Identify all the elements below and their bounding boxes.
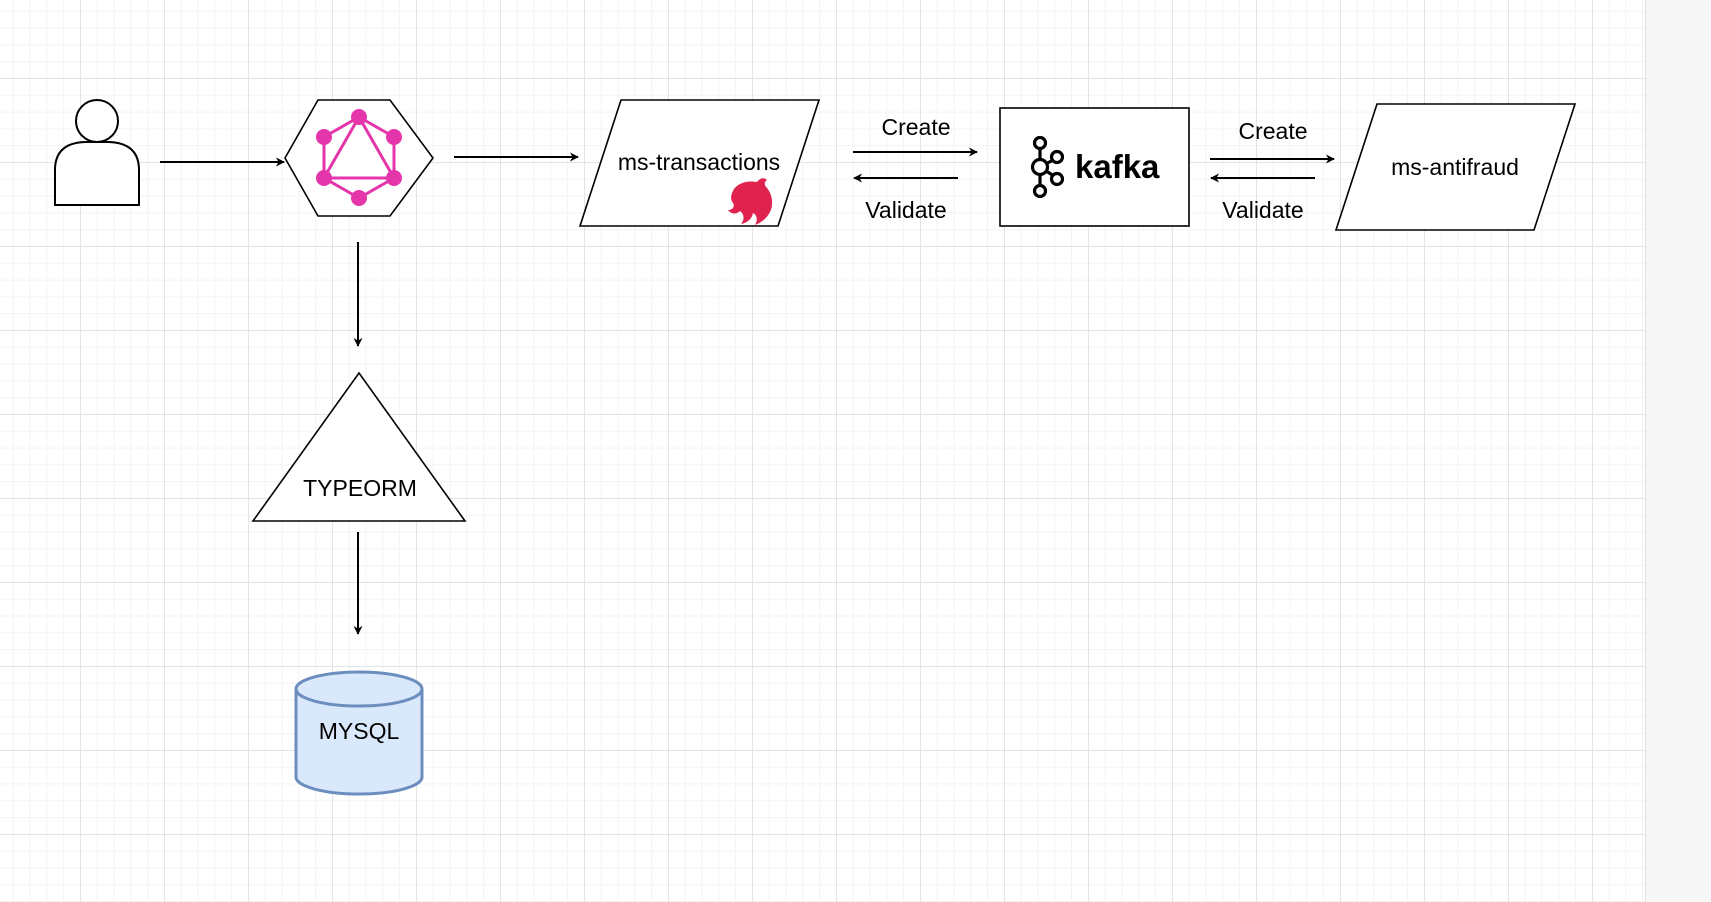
edge-label-validate-2: Validate [1222, 197, 1303, 223]
edge-label-create-1: Create [881, 114, 950, 140]
kafka-label: kafka [1075, 148, 1160, 185]
mysql-label: MYSQL [319, 718, 400, 744]
ms-transactions-node[interactable]: ms-transactions [578, 99, 821, 227]
user-icon [54, 99, 140, 206]
ms-antifraud-node[interactable]: ms-antifraud [1334, 103, 1577, 231]
nestjs-icon [728, 178, 773, 225]
edge-label-validate-1: Validate [865, 197, 946, 223]
mysql-node[interactable]: MYSQL [294, 670, 424, 796]
graphql-node[interactable] [284, 99, 434, 217]
edges [160, 147, 1335, 635]
graphql-icon [316, 109, 402, 206]
typeorm-node[interactable]: TYPEORM [251, 371, 467, 522]
typeorm-label: TYPEORM [303, 475, 417, 501]
ms-transactions-label: ms-transactions [618, 149, 780, 175]
ms-antifraud-label: ms-antifraud [1391, 154, 1519, 180]
user-node[interactable] [54, 99, 140, 206]
kafka-icon [1030, 135, 1065, 199]
kafka-node[interactable]: kafka [999, 107, 1190, 227]
right-panel-strip [1645, 0, 1711, 902]
edge-label-create-2: Create [1238, 118, 1307, 144]
